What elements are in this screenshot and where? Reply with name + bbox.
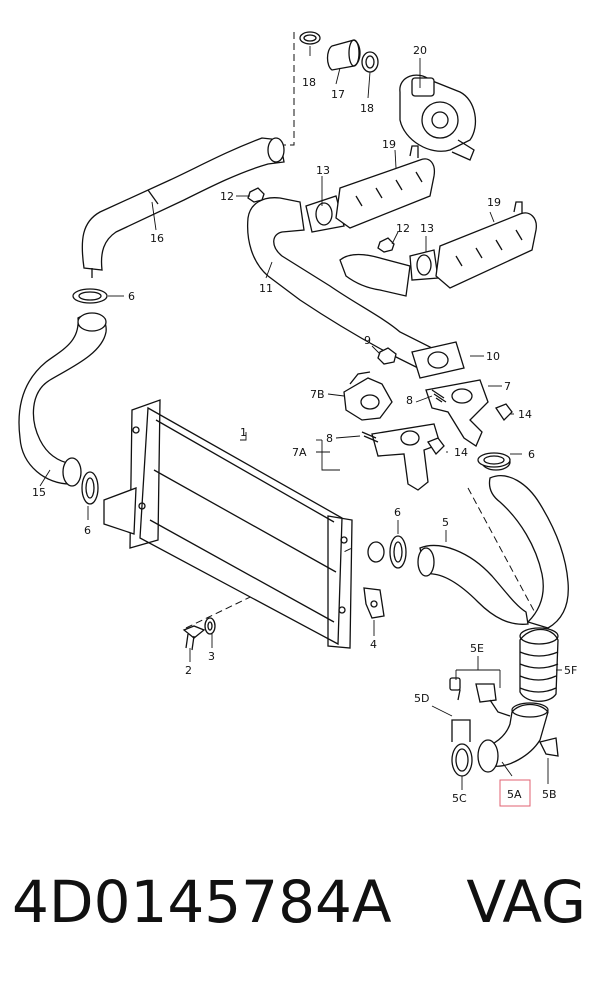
pressure-pipe-16 bbox=[81, 137, 285, 278]
label-8-lower: 8 bbox=[326, 432, 333, 445]
label-5e: 5E bbox=[470, 642, 484, 655]
sensor-5e bbox=[449, 677, 511, 717]
bolt-2 bbox=[182, 625, 206, 651]
label-13-lower: 13 bbox=[420, 222, 434, 235]
label-5a-highlight bbox=[499, 779, 531, 807]
label-8-upper: 8 bbox=[406, 394, 413, 407]
seal-ring-5c bbox=[451, 743, 473, 777]
label-1: 1 bbox=[240, 426, 247, 439]
label-13-upper: 13 bbox=[316, 164, 330, 177]
label-6-right: 6 bbox=[528, 448, 535, 461]
screw-14-upper bbox=[495, 403, 513, 422]
brand-label: VAG bbox=[466, 868, 586, 936]
nut-12-lower bbox=[377, 237, 395, 253]
intake-pipe-11 bbox=[246, 197, 441, 375]
screw-14-lower bbox=[427, 437, 445, 456]
hose-clamp-right bbox=[477, 452, 511, 468]
elbow-5a bbox=[477, 702, 549, 773]
label-7a: 7A bbox=[292, 446, 307, 459]
nut-12-upper bbox=[247, 187, 265, 203]
clip-5d bbox=[451, 719, 471, 742]
part-number: 4D0145784A bbox=[12, 868, 392, 936]
label-6-middle: 6 bbox=[394, 506, 401, 519]
label-6-left: 6 bbox=[84, 524, 91, 537]
label-11: 11 bbox=[259, 282, 273, 295]
hose-clamp-left-middle bbox=[81, 471, 99, 505]
label-18-left: 18 bbox=[302, 76, 316, 89]
gasket-13-upper bbox=[305, 195, 345, 233]
hose-clamp-upper-left bbox=[72, 288, 108, 304]
label-18-right: 18 bbox=[360, 102, 374, 115]
label-7: 7 bbox=[504, 380, 511, 393]
label-14-upper: 14 bbox=[518, 408, 532, 421]
footer: 4D0145784A VAG bbox=[0, 868, 600, 948]
label-17: 17 bbox=[331, 88, 345, 101]
label-6-upper-left: 6 bbox=[128, 290, 135, 303]
sensor-5b bbox=[539, 737, 559, 757]
label-9: 9 bbox=[364, 334, 371, 347]
intercooler-hose-5 bbox=[367, 541, 529, 625]
intercooler-hose-15 bbox=[18, 312, 107, 487]
flange-gasket-10 bbox=[411, 341, 465, 379]
label-19-upper: 19 bbox=[382, 138, 396, 151]
label-5a: 5A bbox=[507, 788, 522, 801]
nut-9 bbox=[377, 347, 397, 365]
hose-clamp-middle bbox=[389, 535, 407, 569]
clamp-18-top bbox=[299, 31, 321, 45]
washer-3 bbox=[204, 617, 216, 635]
connection-piece-7b bbox=[343, 371, 393, 421]
stud-8-lower bbox=[361, 431, 379, 443]
label-5f: 5F bbox=[564, 664, 577, 677]
label-19-lower: 19 bbox=[487, 196, 501, 209]
label-4: 4 bbox=[370, 638, 377, 651]
bracket-4 bbox=[363, 587, 385, 619]
gasket-13-lower bbox=[409, 249, 439, 281]
connection-piece-7a bbox=[371, 423, 441, 491]
label-15: 15 bbox=[32, 486, 46, 499]
label-12-lower: 12 bbox=[396, 222, 410, 235]
parts-diagram: 20 18 17 18 19 13 12 19 16 12 13 11 6 9 … bbox=[18, 31, 577, 807]
label-5: 5 bbox=[442, 516, 449, 529]
leader-lines bbox=[39, 46, 562, 790]
label-14-lower: 14 bbox=[454, 446, 468, 459]
label-5b: 5B bbox=[542, 788, 557, 801]
bellows-hose-5f bbox=[519, 627, 559, 702]
intercooler bbox=[103, 399, 353, 649]
turbocharger bbox=[399, 74, 477, 161]
connecting-pipe bbox=[326, 39, 361, 71]
label-16: 16 bbox=[150, 232, 164, 245]
cylinder-head-19-upper bbox=[335, 145, 436, 229]
clamp-18-bottom bbox=[361, 51, 379, 73]
label-20: 20 bbox=[413, 44, 427, 57]
label-12-upper: 12 bbox=[220, 190, 234, 203]
cylinder-head-19-lower bbox=[435, 201, 537, 289]
label-5c: 5C bbox=[452, 792, 467, 805]
label-5d: 5D bbox=[414, 692, 429, 705]
label-3: 3 bbox=[208, 650, 215, 663]
label-10: 10 bbox=[486, 350, 500, 363]
stud-8-upper bbox=[431, 389, 447, 403]
label-7b: 7B bbox=[310, 388, 325, 401]
part-labels: 20 18 17 18 19 13 12 19 16 12 13 11 6 9 … bbox=[32, 44, 577, 807]
label-2: 2 bbox=[185, 664, 192, 677]
